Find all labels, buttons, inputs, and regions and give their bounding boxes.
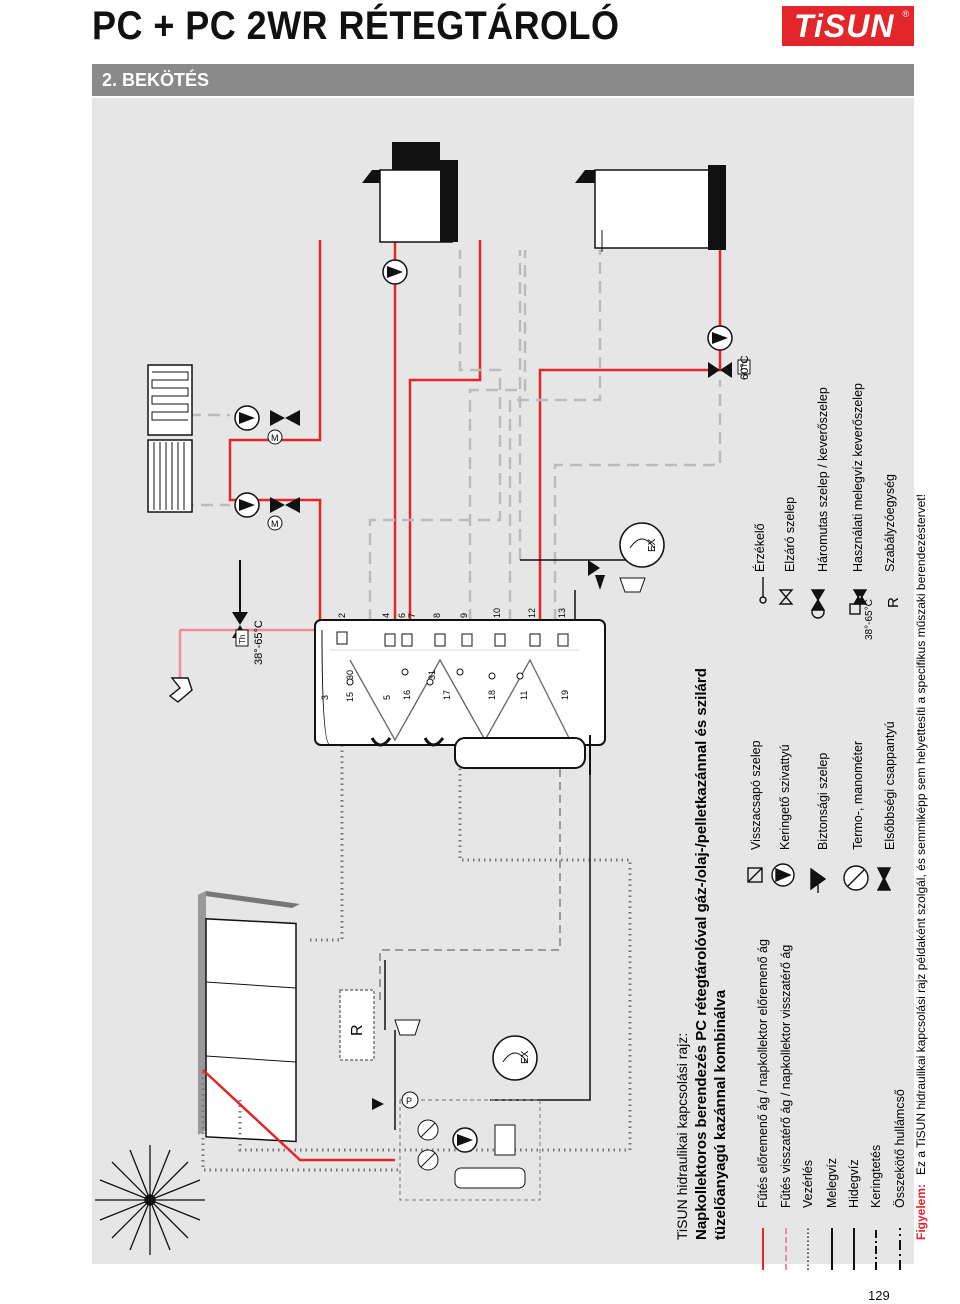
legend-safetyvalve-label: Biztonsági szelep: [816, 753, 830, 850]
legend-dhwmixer-label: Használati melegvíz keverőszelep: [851, 383, 865, 572]
legend-controller-label: Szabályzóegység: [883, 474, 897, 572]
layered-storage-tank: [314, 619, 606, 775]
page-number: 129: [868, 1288, 890, 1303]
description-intro: TiSUN hidraulikai kapcsolási rajz:: [674, 1033, 690, 1240]
port-16: 16: [402, 690, 412, 700]
legend-hose-label: Összekötő hullámcső: [893, 1089, 907, 1208]
solar-collector-array: [198, 891, 300, 1143]
legend-col3-symbols: [759, 577, 868, 619]
description-line2: tüzelőanyagú kazánnal kombinálva: [712, 989, 729, 1240]
legend-col2-symbols: [747, 863, 892, 893]
shower-head-icon: [168, 677, 193, 703]
port-6: 6: [397, 613, 407, 618]
legend-r-symbol: R: [885, 597, 902, 608]
station-p-label: P: [406, 1096, 412, 1106]
legend-thermometer-label: Termo-, manométer: [851, 741, 865, 850]
expansion-vessel-left: EX: [492, 1035, 538, 1081]
mixer-m-label: M: [271, 433, 279, 443]
legend-flap-label: Elsőbbségi csappantyú: [883, 721, 897, 850]
brand-logo: TiSUN ®: [782, 6, 914, 46]
warning-label: Figyelem:: [914, 1184, 928, 1240]
safety-valve-right: [588, 560, 646, 593]
port-19: 19: [560, 690, 570, 700]
brand-mark: ®: [902, 9, 909, 19]
legend-control-label: Vezérlés: [801, 1160, 815, 1208]
port-12: 12: [527, 608, 537, 618]
port-15: 15: [345, 692, 355, 702]
dhw-mixer-temp: 38°-65°C: [253, 620, 265, 665]
gas-boiler: [362, 142, 458, 243]
legend-3way-label: Háromutas szelep / keverőszelep: [816, 387, 830, 572]
ex-label-right: EX: [647, 538, 658, 552]
description-line1: Napkollektoros berendezés PC rétegtároló…: [693, 668, 710, 1240]
port-9: 9: [459, 613, 469, 618]
legend-shutoff-label: Elzáró szelep: [783, 497, 797, 572]
motorized-mixer-valves: M M: [267, 410, 300, 531]
sun-icon: [95, 1145, 205, 1255]
warning-text: Ez a TiSUN hidraulikai kapcsolási rajz p…: [914, 494, 928, 1175]
boiler-th-label: Th: [740, 362, 749, 371]
dhw-th-label: Th: [238, 635, 247, 644]
legend-tempvalve-range: 38°-65°C: [864, 599, 875, 640]
port-4: 4: [381, 613, 391, 618]
port-5: 5: [382, 695, 392, 700]
legend-hotwater-label: Melegvíz: [825, 1158, 839, 1208]
mixer-m-label-2: M: [271, 519, 279, 529]
boiler-thermo-valve: Th 60°C: [708, 355, 751, 380]
rotated-text-block: TiSUN hidraulikai kapcsolási rajz: Napko…: [674, 383, 928, 1270]
legend-checkvalve-label: Visszacsapó szelep: [749, 740, 763, 850]
ex-label-left: EX: [520, 1050, 531, 1064]
circulation-pumps: [234, 259, 733, 1153]
port-13: 13: [557, 608, 567, 618]
controller-r-label: R: [349, 1024, 366, 1036]
port-3: 3: [320, 695, 330, 700]
port-2: 2: [337, 613, 347, 618]
legend-pump-label: Keringető szivattyú: [778, 744, 792, 850]
boiler-valve-temp: 60°C: [739, 355, 751, 380]
port-18: 18: [487, 690, 497, 700]
brand-name: TiSUN: [794, 8, 895, 44]
legend-line-samples: [762, 1228, 901, 1270]
legend-coldwater-label: Hidegvíz: [847, 1159, 861, 1208]
port-31: 31: [427, 670, 437, 680]
port-8: 8: [432, 613, 442, 618]
tank-port-numbers: 2 4 6 7 8 9 10 12 13 3 15 30 5 16 31 17 …: [320, 608, 570, 702]
port-11: 11: [519, 691, 529, 700]
port-17: 17: [442, 690, 452, 700]
solar-controller: R: [339, 989, 375, 1061]
radiator-icon: [147, 439, 193, 513]
legend-sensor-label: Érzékelő: [752, 523, 767, 572]
dhw-mixer-valve: Th 38°-65°C: [232, 612, 265, 665]
section-bar: 2. BEKÖTÉS: [92, 64, 914, 96]
floor-heating-icon: [147, 364, 193, 436]
solar-station: P: [372, 1019, 541, 1201]
solid-fuel-boiler: [575, 165, 726, 252]
port-30: 30: [345, 670, 355, 680]
port-7: 7: [407, 613, 417, 618]
section-label: 2. BEKÖTÉS: [102, 70, 210, 90]
legend-return-label: Fűtés visszatérő ág / napkollektor vissz…: [779, 945, 793, 1208]
port-10: 10: [492, 608, 502, 618]
expansion-vessel-right: EX: [619, 522, 665, 568]
legend-flow-label: Fűtés előremenő ág / napkollektor előrem…: [756, 939, 770, 1208]
legend-circulation-label: Keringtetés: [869, 1145, 883, 1208]
page-title: PC + PC 2WR RÉTEGTÁROLÓ: [92, 4, 620, 48]
